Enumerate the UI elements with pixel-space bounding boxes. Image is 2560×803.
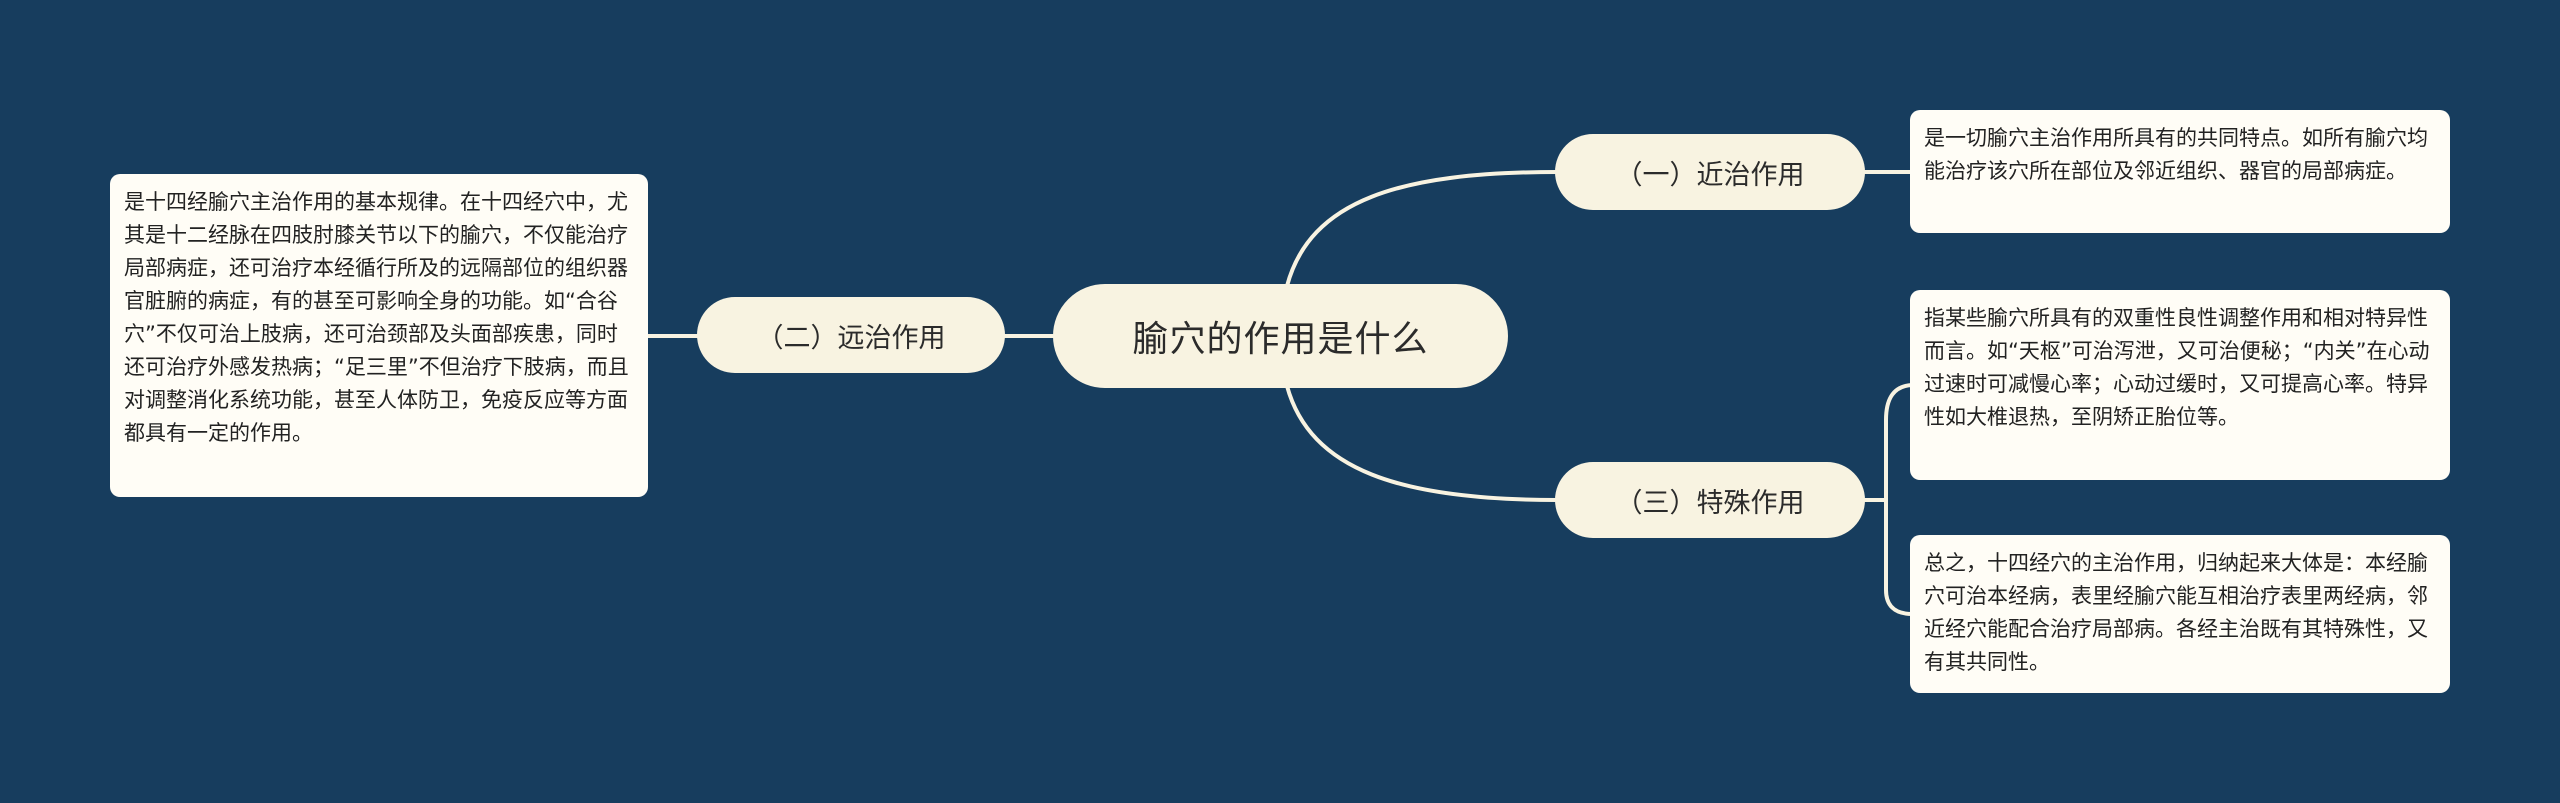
branch-node-near-effect[interactable]: （一）近治作用 xyxy=(1555,134,1865,210)
root-node-label: 腧穴的作用是什么 xyxy=(1132,319,1429,360)
connector-special-to-leaf-1 xyxy=(1884,383,1914,502)
branch-label: （二）远治作用 xyxy=(756,322,946,354)
leaf-far-effect-description[interactable]: 是十四经腧穴主治作用的基本规律。在十四经穴中，尤其是十二经脉在四肢肘膝关节以下的… xyxy=(110,174,648,497)
branch-node-far-effect[interactable]: （二）远治作用 xyxy=(697,297,1005,373)
branch-node-special-effect[interactable]: （三）特殊作用 xyxy=(1555,462,1865,538)
leaf-text: 总之，十四经穴的主治作用，归纳起来大体是：本经腧穴可治本经病，表里经腧穴能互相治… xyxy=(1924,551,2428,674)
leaf-text: 是一切腧穴主治作用所具有的共同特点。如所有腧穴均能治疗该穴所在部位及邻近组织、器… xyxy=(1924,126,2428,183)
branch-label: （一）近治作用 xyxy=(1615,159,1805,191)
leaf-summary[interactable]: 总之，十四经穴的主治作用，归纳起来大体是：本经腧穴可治本经病，表里经腧穴能互相治… xyxy=(1910,535,2450,693)
leaf-text: 指某些腧穴所具有的双重性良性调整作用和相对特异性而言。如“天枢”可治泻泄，又可治… xyxy=(1924,306,2430,429)
connector-special-to-leaf-2 xyxy=(1884,498,1914,616)
leaf-text: 是十四经腧穴主治作用的基本规律。在十四经穴中，尤其是十二经脉在四肢肘膝关节以下的… xyxy=(124,190,629,445)
connector-root-to-special xyxy=(1285,384,1559,502)
root-node[interactable]: 腧穴的作用是什么 xyxy=(1053,284,1508,388)
connector-root-to-near xyxy=(1285,170,1559,288)
leaf-special-effect-description[interactable]: 指某些腧穴所具有的双重性良性调整作用和相对特异性而言。如“天枢”可治泻泄，又可治… xyxy=(1910,290,2450,480)
branch-label: （三）特殊作用 xyxy=(1615,487,1805,519)
leaf-near-effect-description[interactable]: 是一切腧穴主治作用所具有的共同特点。如所有腧穴均能治疗该穴所在部位及邻近组织、器… xyxy=(1910,110,2450,233)
